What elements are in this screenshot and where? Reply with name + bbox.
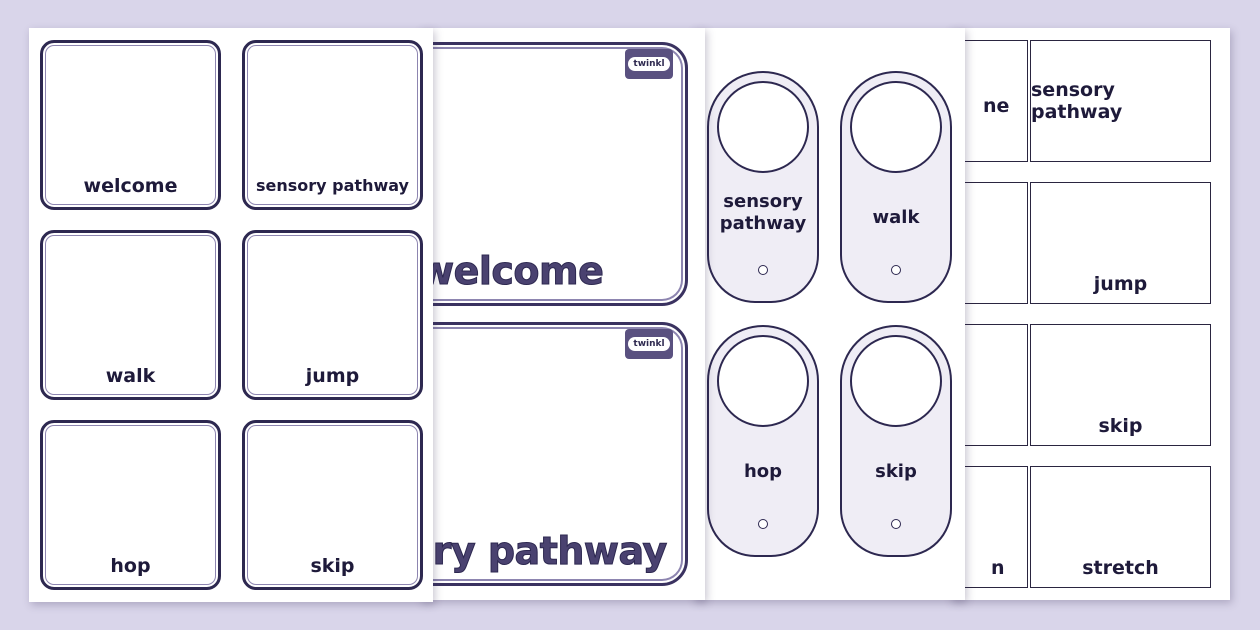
word-card-label: walk [105, 365, 156, 387]
word-card-label: sensory pathway [256, 176, 409, 195]
word-card: walk [40, 230, 221, 400]
hanger-hole-icon [717, 335, 809, 427]
rect-partial-label: n [991, 557, 1005, 579]
tag-label: hop [743, 461, 783, 482]
word-card: hop [40, 420, 221, 590]
door-hanger-tag: walk [840, 71, 952, 303]
word-card: sensory pathway [242, 40, 423, 210]
door-hanger-tag: sensory pathway [707, 71, 819, 303]
rect-card-label: skip [1098, 415, 1143, 437]
rect-card: sensory pathway [1030, 40, 1211, 162]
sheet-word-cards: welcome sensory pathway walk jump hop sk… [29, 28, 433, 602]
door-hanger-tag: skip [840, 325, 952, 557]
rect-card-label: stretch [1082, 557, 1159, 579]
poster-title: welcome [420, 249, 604, 294]
sheet-rectangle-labels: ne sensory pathway jump skip n stretch [950, 28, 1230, 600]
word-card: skip [242, 420, 423, 590]
logo-text: twinkl [628, 337, 670, 351]
sheet-posters: twinkl welcome twinkl ory pathway [420, 28, 705, 600]
hanger-hole-icon [850, 335, 942, 427]
rect-card: jump [1030, 182, 1211, 304]
pin-hole-icon [758, 519, 768, 529]
tag-label: sensory pathway [719, 191, 807, 234]
rect-partial-label: ne [983, 95, 1010, 117]
pin-hole-icon [758, 265, 768, 275]
sheet-door-hangers: sensory pathway walk hop skip [693, 28, 965, 600]
word-card-label: skip [310, 555, 355, 577]
word-card-label: hop [110, 555, 151, 577]
poster-sensory-pathway: twinkl ory pathway [420, 322, 688, 586]
logo-text: twinkl [628, 57, 670, 71]
rect-card: skip [1030, 324, 1211, 446]
tag-label: walk [872, 207, 920, 228]
twinkl-logo-icon: twinkl [625, 49, 673, 79]
rect-card-label: jump [1093, 273, 1148, 295]
word-card-label: welcome [83, 175, 178, 197]
twinkl-logo-icon: twinkl [625, 329, 673, 359]
word-card-label: jump [305, 365, 360, 387]
pin-hole-icon [891, 519, 901, 529]
pin-hole-icon [891, 265, 901, 275]
rect-card: stretch [1030, 466, 1211, 588]
word-card: jump [242, 230, 423, 400]
hanger-hole-icon [850, 81, 942, 173]
poster-welcome: twinkl welcome [420, 42, 688, 306]
poster-title: ory pathway [420, 529, 668, 574]
door-hanger-tag: hop [707, 325, 819, 557]
word-card: welcome [40, 40, 221, 210]
rect-card-label: sensory pathway [1031, 79, 1123, 123]
tag-label: skip [875, 461, 917, 482]
hanger-hole-icon [717, 81, 809, 173]
